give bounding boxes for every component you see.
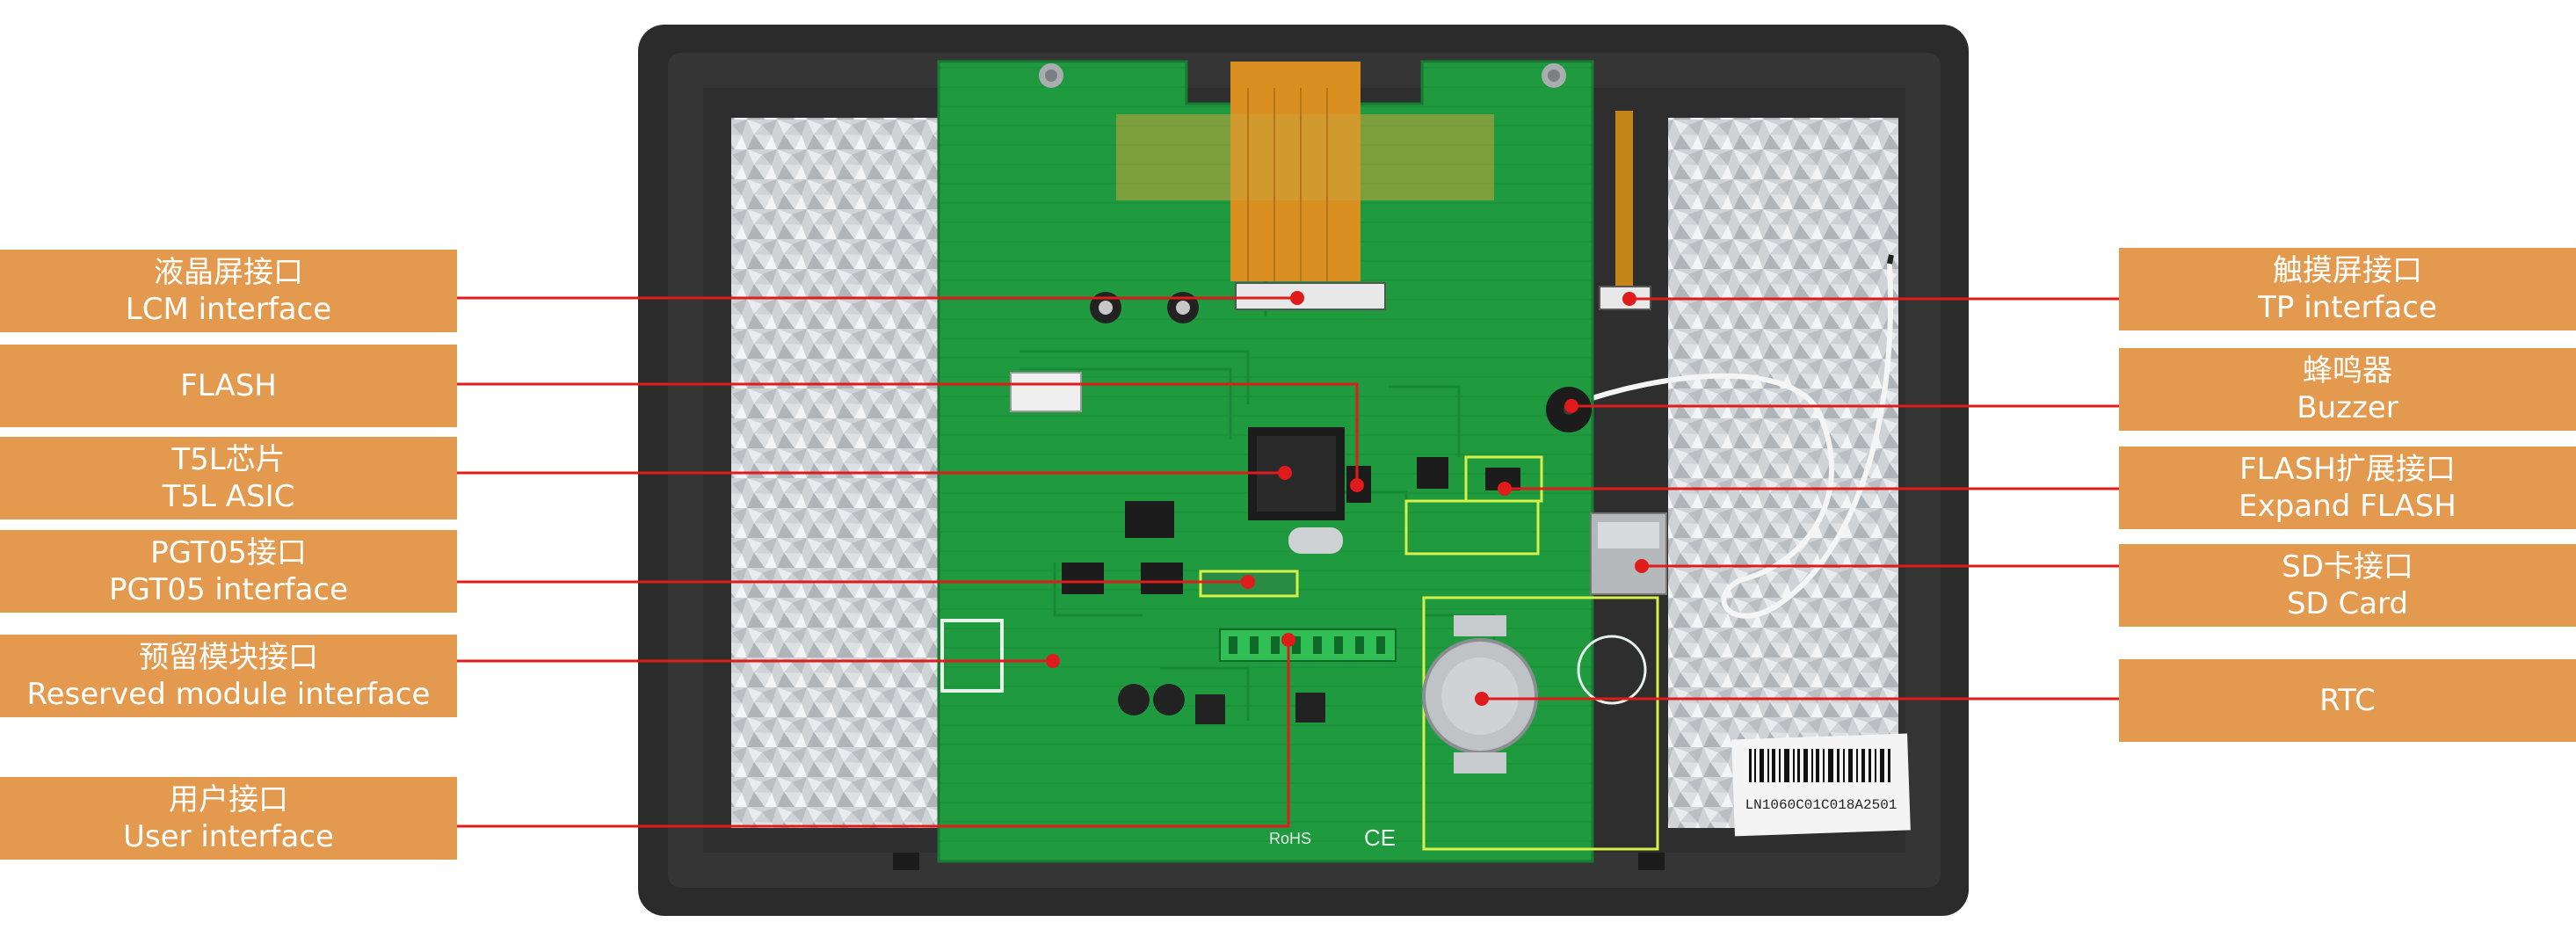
label-en: Buzzer — [2297, 390, 2398, 425]
foil-panel-right — [1668, 118, 1898, 828]
user-terminal — [1219, 628, 1397, 662]
rtc-box — [1422, 596, 1659, 851]
label-zh: 用户接口 — [169, 782, 288, 817]
label-zh: FLASH扩展接口 — [2239, 452, 2456, 487]
label-en: Reserved module interface — [26, 677, 431, 712]
label-zh: FLASH — [180, 368, 277, 403]
callout-label-sd: SD卡接口 SD Card — [2119, 544, 2576, 627]
rohs-mark: RoHS — [1269, 830, 1311, 847]
callout-label-lcm: 液晶屏接口 LCM interface — [0, 250, 457, 332]
callout-label-flash: FLASH — [0, 345, 457, 427]
callout-label-t5l: T5L芯片 T5L ASIC — [0, 437, 457, 519]
callout-label-tp: 触摸屏接口 TP interface — [2119, 248, 2576, 330]
label-zh: T5L芯片 — [171, 442, 286, 477]
lcm-connector — [1235, 282, 1386, 310]
label-en: T5L ASIC — [162, 479, 295, 514]
label-en: TP interface — [2258, 290, 2437, 325]
callout-label-pgt05: PGT05接口 PGT05 interface — [0, 530, 457, 613]
tp-flex — [1615, 111, 1633, 287]
label-en: SD Card — [2286, 586, 2409, 621]
label-zh: 蜂鸣器 — [2303, 353, 2392, 388]
foil-panel-left — [731, 118, 942, 828]
tp-connector — [1599, 286, 1651, 310]
flash-chip — [1346, 466, 1371, 503]
label-en: LCM interface — [125, 292, 332, 327]
callout-label-rtc: RTC — [2119, 659, 2576, 742]
label-en: Expand FLASH — [2239, 489, 2456, 524]
label-zh: RTC — [2319, 683, 2376, 718]
callout-label-user: 用户接口 User interface — [0, 777, 457, 860]
ce-mark: CE — [1364, 824, 1396, 851]
barcode-sticker: LN1060C01C018A2501 — [1731, 733, 1911, 837]
buzzer-wire — [1567, 263, 1894, 619]
callout-label-expand-flash: FLASH扩展接口 Expand FLASH — [2119, 447, 2576, 529]
callout-label-buzzer: 蜂鸣器 Buzzer — [2119, 348, 2576, 431]
label-zh: SD卡接口 — [2282, 549, 2413, 585]
pcb-board: RoHS CE — [937, 60, 1667, 863]
barcode-caption: LN1060C01C018A2501 — [1745, 797, 1898, 813]
label-zh: 触摸屏接口 — [2273, 253, 2422, 288]
label-en: PGT05 interface — [108, 572, 349, 607]
pgt05-header — [1199, 570, 1299, 598]
label-en: User interface — [123, 819, 334, 854]
callout-label-reserved: 预留模块接口 Reserved module interface — [0, 635, 457, 717]
label-zh: 预留模块接口 — [139, 640, 318, 675]
label-zh: 液晶屏接口 — [154, 255, 303, 290]
label-zh: PGT05接口 — [150, 535, 307, 570]
